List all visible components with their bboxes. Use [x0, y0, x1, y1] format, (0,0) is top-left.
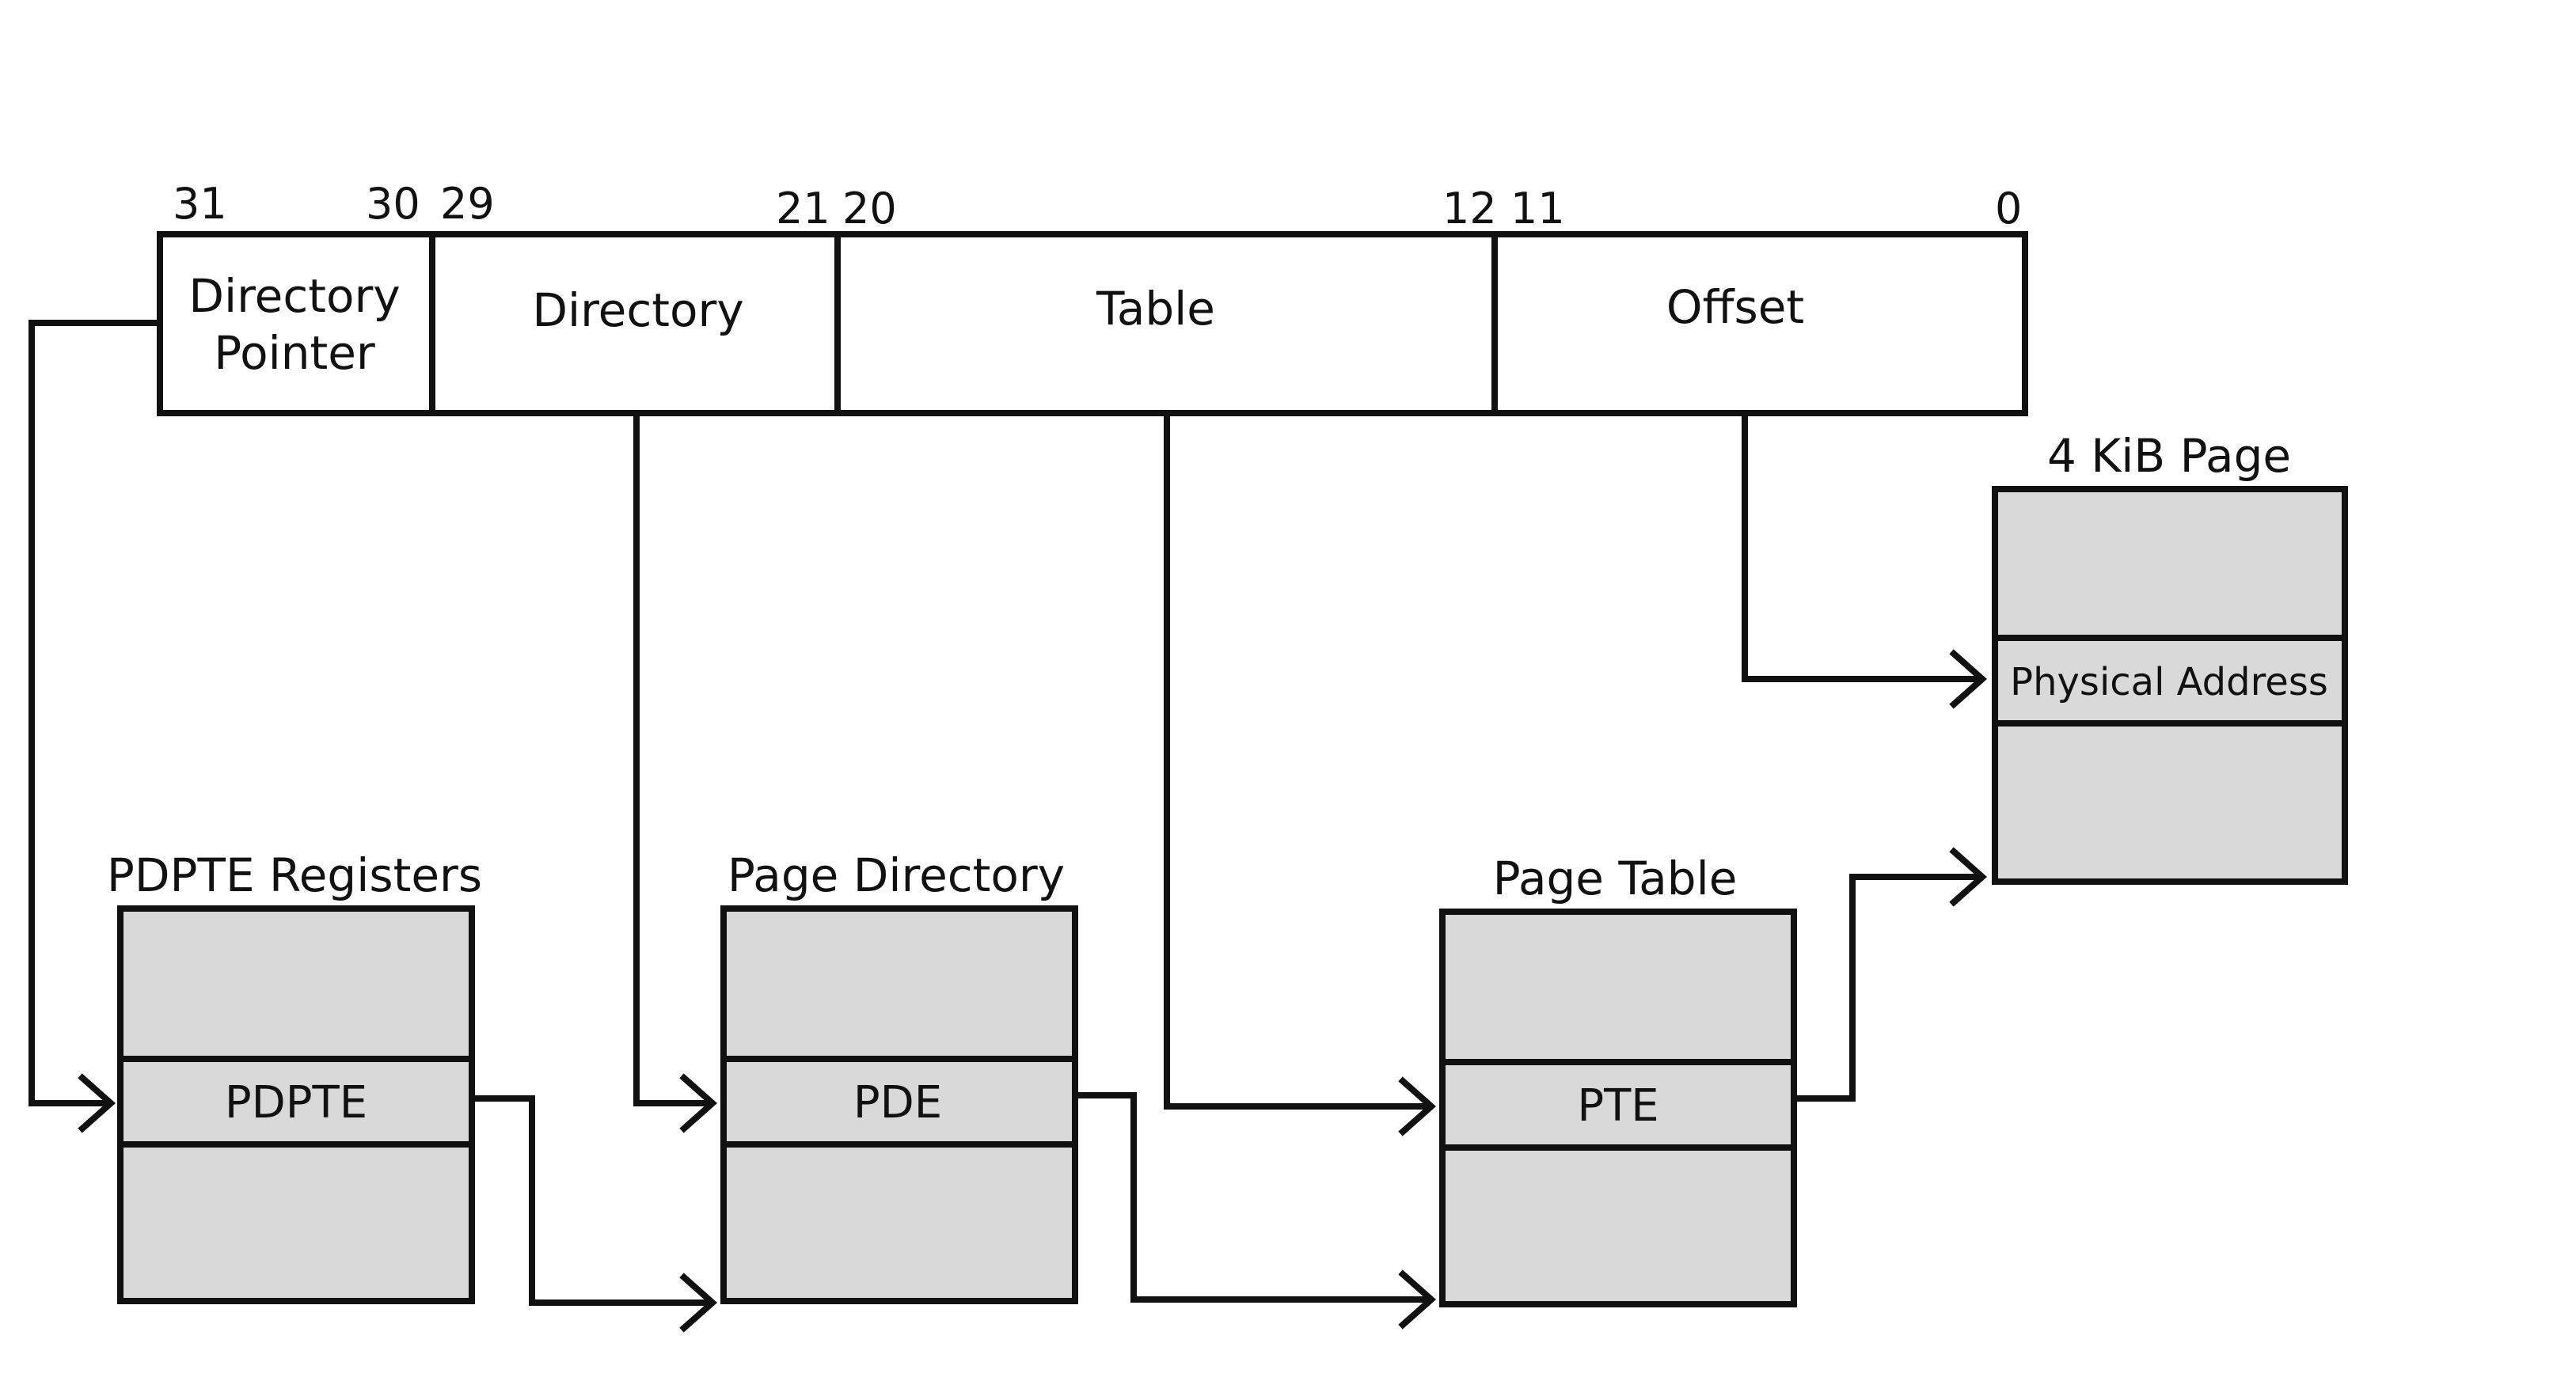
page-directory-title: Page Directory [728, 848, 1065, 902]
field-offset [1491, 231, 2028, 416]
arrowhead-icon [679, 1273, 718, 1333]
arrowhead-icon [1949, 847, 1988, 907]
arrowhead-icon [1398, 1269, 1437, 1330]
connector-offset-to-physical-address [1742, 413, 1979, 682]
arrowheads [78, 649, 1988, 1333]
connector-pte-to-page [1794, 874, 1979, 1102]
pdpte-registers-title: PDPTE Registers [107, 848, 482, 902]
pte-entry-label: PTE [1577, 1080, 1658, 1132]
bit-label-0: 0 [1995, 184, 2022, 233]
connectors [28, 320, 1979, 1306]
bit-label-11: 11 [1510, 184, 1565, 233]
page-table-table: Page Table PTE [1439, 852, 1797, 1307]
bit-label-29: 29 [440, 179, 495, 229]
pde-entry-row [720, 1056, 1078, 1148]
bit-label-21: 21 [776, 184, 830, 233]
pdpte-registers-table: PDPTE Registers PDPTE [107, 848, 482, 1304]
field-table-label: Table [1096, 282, 1215, 336]
physical-page-table: 4 KiB Page Physical Address [1992, 429, 2348, 885]
field-directory-pointer-label-line2: Pointer [214, 326, 375, 380]
bit-label-20: 20 [842, 184, 897, 233]
linear-address: Directory Pointer Directory Table Offset [157, 231, 2028, 416]
connector-table-to-pte [1164, 413, 1428, 1110]
field-directory [429, 231, 841, 416]
bit-label-31: 31 [173, 179, 227, 229]
field-directory-pointer-label-line1: Directory [188, 269, 400, 323]
bit-label-12: 12 [1442, 184, 1497, 233]
page-directory-table: Page Directory PDE [720, 848, 1078, 1304]
pde-entry-label: PDE [853, 1077, 942, 1129]
arrowhead-icon [78, 1073, 116, 1133]
pte-entry-row [1439, 1059, 1797, 1151]
field-directory-pointer [157, 231, 435, 416]
connector-dirptr-to-pdpte [28, 320, 160, 1106]
field-offset-label: Offset [1666, 280, 1804, 334]
bit-labels: 31 30 29 21 20 12 11 0 [173, 179, 2022, 233]
connector-pdpte-to-page-directory [472, 1095, 709, 1306]
physical-page-title: 4 KiB Page [2047, 429, 2291, 483]
arrowhead-icon [1398, 1076, 1437, 1136]
field-directory-label: Directory [532, 283, 743, 337]
arrowhead-icon [679, 1073, 718, 1133]
pdpte-entry-row [117, 1056, 475, 1148]
connector-directory-to-pde [633, 413, 709, 1106]
page-table-title: Page Table [1493, 852, 1738, 905]
arrowhead-icon [1949, 649, 1988, 709]
pdpte-entry-label: PDPTE [225, 1077, 367, 1129]
bit-label-30: 30 [366, 179, 420, 229]
field-table [834, 231, 1498, 416]
physical-address-row [1992, 635, 2348, 727]
physical-address-label: Physical Address [2010, 660, 2328, 704]
connector-pde-to-page-table [1075, 1092, 1428, 1303]
